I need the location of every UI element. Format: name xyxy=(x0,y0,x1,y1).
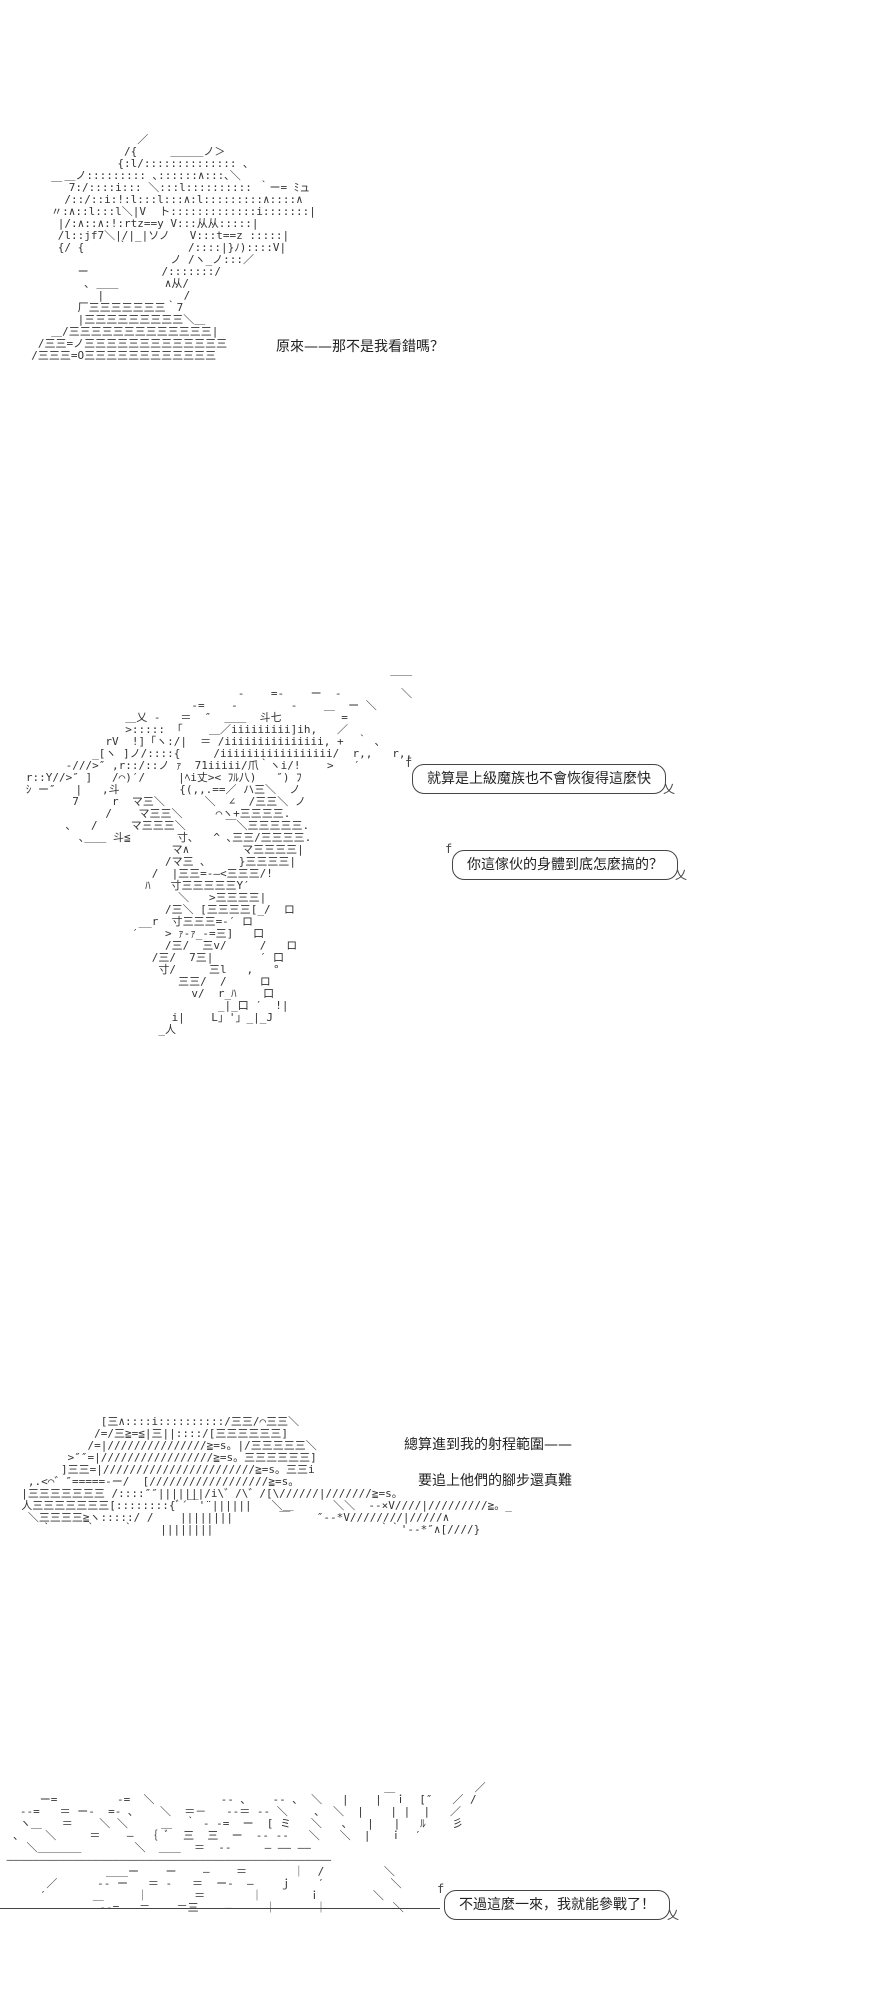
bubble-mark: f xyxy=(437,1882,445,1896)
panel-4-bubble-1: f 不過這麼一來，我就能參戰了！ 乂 xyxy=(437,1882,679,1922)
bubble-tail: 乂 xyxy=(674,868,687,882)
panel-3-ascii-art: [三∧::::i::::::::::/三三/⌒三三＼ /=/三≧=≦|三||::… xyxy=(21,1415,512,1536)
panel-3-caption-2: 要追上他們的腳步還真難 xyxy=(418,1473,572,1489)
panel-2-ascii-art: ￣￣ - =- ー - ＼ -= - - ＿ ー ＼ ＿乂 - ＝ ″ ＿＿ 斗… xyxy=(25,675,413,1036)
panel-4-ascii-art: ＿ ／ ー= ‐= ＼ ‐‐ ､ ‐‐ ､ ＼ | | ｉ [″ ／ / ‐-=… xyxy=(6,1781,486,1914)
panel-4: ＿ ／ ー= ‐= ＼ ‐‐ ､ ‐‐ ､ ＼ | | ｉ [″ ／ / ‐-=… xyxy=(0,1780,891,2000)
panel-1-ascii-art: ／ /{ ＿＿＿ノ＞ {:l/:::::::::::::: ､ ＿ノ::::::… xyxy=(31,133,316,362)
panel-3: [三∧::::i::::::::::/三三/⌒三三＼ /=/三≧=≦|三||::… xyxy=(0,1400,891,1640)
panel-2-bubble-1-text: 就算是上級魔族也不會恢復得這麼快 xyxy=(427,771,651,787)
panel-4-bubble-1-text: 不過這麼一來，我就能參戰了！ xyxy=(459,1897,655,1913)
bubble-tail: 乂 xyxy=(662,782,675,796)
panel-2-bubble-2-text: 你這傢伙的身體到底怎麼搞的？ xyxy=(467,857,663,873)
panel-1-caption: 原來——那不是我看錯嗎？ xyxy=(276,339,444,355)
panel-2-bubble-1: f 就算是上級魔族也不會恢復得這麼快 乂 xyxy=(405,756,675,796)
bubble-mark: f xyxy=(405,756,413,770)
panel-2: ￣￣ - =- ー - ＼ -= - - ＿ ー ＼ ＿乂 - ＝ ″ ＿＿ 斗… xyxy=(0,660,891,1220)
panel-2-bubble-2: f 你這傢伙的身體到底怎麼搞的？ 乂 xyxy=(445,842,687,882)
bubble-tail: 乂 xyxy=(666,1908,679,1922)
bubble-mark: f xyxy=(445,842,453,856)
panel-1: ／ /{ ＿＿＿ノ＞ {:l/:::::::::::::: ､ ＿ノ::::::… xyxy=(0,0,891,520)
panel-4-horizon-line xyxy=(0,1908,440,1909)
panel-3-caption-1: 總算進到我的射程範圍—— xyxy=(404,1437,572,1453)
